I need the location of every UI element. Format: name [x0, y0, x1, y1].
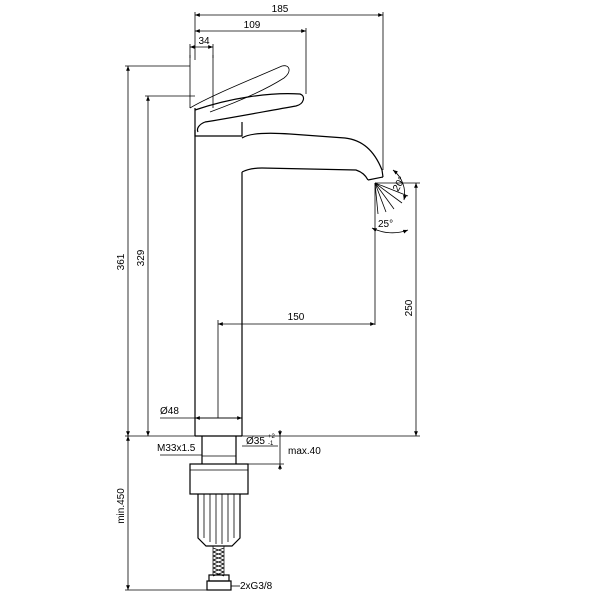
dim-hole-diameter-label: Ø35 [246, 436, 265, 447]
dim-spout-height: 329 [136, 96, 150, 436]
dim-hole-diameter: Ø35 +2 -1 [246, 434, 276, 447]
dim-lever-length-label: 109 [244, 20, 261, 31]
dim-lever-length: 109 [195, 20, 306, 33]
dim-hole-tolerance-lower: -1 [268, 441, 274, 447]
dim-overall-width: 185 [195, 4, 383, 17]
hose-braid-line [212, 567, 225, 573]
hose-braid-line [212, 551, 225, 557]
extension-lines [125, 12, 420, 591]
hose-braid-line [212, 555, 225, 561]
dim-outlet-height-label: 250 [404, 299, 415, 316]
faucet-body [194, 108, 243, 437]
lever-handle [189, 55, 305, 133]
dim-body-diameter-label: Ø48 [160, 406, 179, 417]
dim-lever-offset-label: 34 [198, 36, 210, 47]
dim-total-height: 361 [116, 66, 130, 436]
dim-connection: 2xG3/8 [231, 581, 273, 592]
dim-thread: M33x1.5 [157, 443, 196, 454]
dim-max-deck-label: max.40 [288, 446, 321, 457]
dim-lever-offset: 34 [190, 36, 213, 49]
hose-braid-line [212, 559, 225, 565]
spray-angle: 20° 25° [371, 169, 408, 234]
dim-spout-reach-label: 150 [288, 312, 305, 323]
dim-overall-width-label: 185 [272, 4, 289, 15]
dim-total-height-label: 361 [116, 253, 127, 270]
dim-max-deck: max.40 [248, 430, 321, 470]
dim-body-diameter: Ø48 [160, 406, 242, 420]
hose-braid-line [212, 563, 225, 569]
dim-hole-tolerance-upper: +2 [268, 434, 276, 440]
flexible-hose [206, 546, 232, 591]
hose-braid-line [212, 547, 225, 553]
mounting-assembly [189, 436, 249, 547]
dim-connection-label: 2xG3/8 [240, 581, 273, 592]
dim-hose-length-label: min.450 [116, 488, 127, 524]
dim-thread-label: M33x1.5 [157, 443, 196, 454]
dim-hose-length: min.450 [116, 436, 130, 590]
dim-spout-height-label: 329 [136, 249, 147, 266]
spout [241, 132, 384, 181]
dim-spout-reach: 150 [218, 312, 375, 326]
dim-outlet-height: 250 [404, 183, 418, 436]
angle-lower-label: 25° [378, 219, 393, 230]
